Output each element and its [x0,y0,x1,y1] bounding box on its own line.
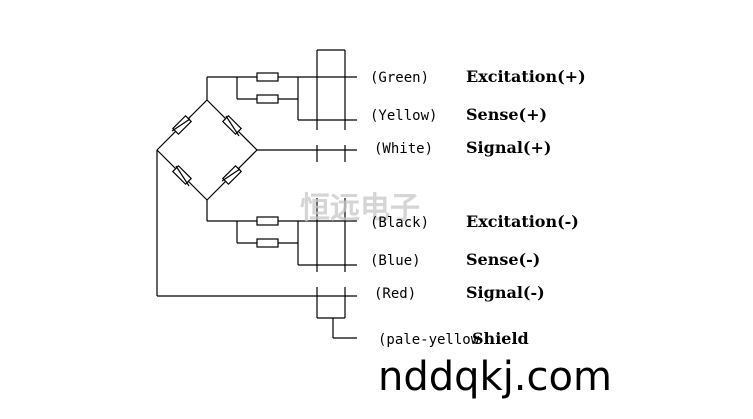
compensation-resistor-1 [256,72,279,82]
excitation-minus-network [206,200,357,266]
signal-shield: Shield [472,329,529,348]
strain-gauge-top-right [221,114,243,137]
wire-color-white: (White) [374,141,433,157]
compensation-resistor-4 [256,238,279,248]
shield-wire [332,318,357,339]
signal-excitation-minus: Excitation(-) [466,212,579,231]
signal-sense-plus: Sense(+) [466,105,547,124]
strain-gauge-top-left [171,114,193,136]
strain-gauge-bottom-right [221,164,243,186]
signal-signal-minus: Signal(-) [466,283,545,302]
wire-color-pale-yellow: (pale-yellow [378,332,480,348]
site-url: nddqkj.com [378,354,612,400]
signal-excitation-plus: Excitation(+) [466,67,586,86]
strain-gauge-bottom-left [171,164,193,187]
signal-signal-plus: Signal(+) [466,138,551,157]
watermark: 恒远电子 [300,191,420,226]
wire-color-red: (Red) [374,286,416,302]
connector-block [316,49,346,319]
wire-color-black: (Black) [370,215,429,231]
wire-color-blue: (Blue) [370,253,421,269]
signal-sense-minus: Sense(-) [466,250,540,269]
compensation-resistor-2 [256,94,279,104]
wire-color-yellow: (Yellow) [370,108,437,124]
compensation-resistor-3 [256,216,279,226]
excitation-plus-network [206,72,357,121]
wire-color-green: (Green) [370,70,429,86]
signal-minus-wire [156,150,357,297]
wheatstone-bridge [156,99,258,201]
